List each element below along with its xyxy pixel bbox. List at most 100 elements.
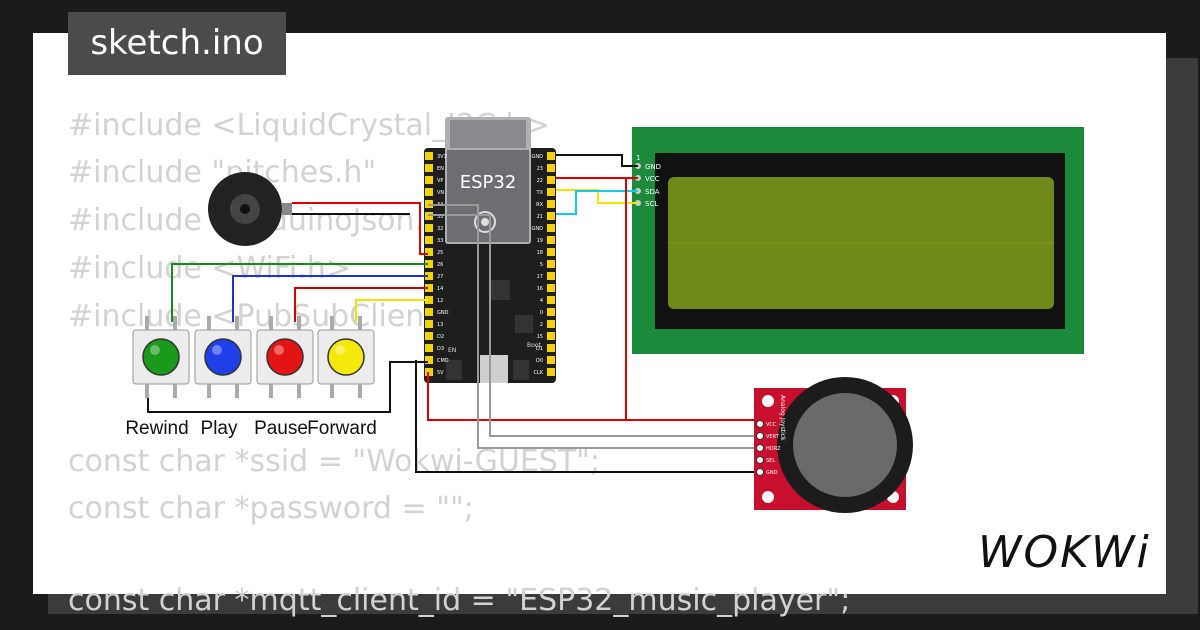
pin [425, 308, 433, 316]
code-line: const char *mqtt_client_id = "ESP32_musi… [68, 583, 851, 618]
joystick-title: Analog Joystick [779, 395, 786, 441]
pin-label: 25 [437, 250, 443, 256]
pin-label: 5V [437, 370, 444, 376]
pin-label: 19 [537, 238, 543, 244]
pin-label: D3 [437, 346, 444, 352]
pin [425, 284, 433, 292]
pin-label: 26 [437, 262, 443, 268]
pin [425, 272, 433, 280]
pin [425, 260, 433, 268]
pin-label: TX [536, 190, 544, 196]
pin [547, 260, 555, 268]
wifi-logo-icon [474, 211, 496, 233]
pin-label: GND [532, 226, 544, 232]
button-play[interactable]: Play [194, 316, 252, 439]
pin [547, 284, 555, 292]
pin [547, 152, 555, 160]
pin-label: CMD [437, 358, 449, 364]
pin [547, 212, 555, 220]
lcd-pin-one: 1 [636, 154, 640, 162]
button-rewind[interactable]: Rewind [125, 316, 190, 439]
pin [547, 368, 555, 376]
joystick-pin-label: HORZ [766, 446, 781, 452]
pin-label: 16 [537, 286, 543, 292]
pin [425, 164, 433, 172]
pin-label: 14 [437, 286, 443, 292]
pin [547, 176, 555, 184]
lcd-pin-label: SCL [645, 200, 658, 208]
pin [547, 296, 555, 304]
pin-label: 17 [537, 274, 543, 280]
wokwi-logo[interactable]: WOKWi [978, 527, 1151, 578]
pin-label: 13 [437, 322, 443, 328]
pin-label: 22 [537, 178, 543, 184]
pin-label: 21 [537, 214, 543, 220]
pin [425, 332, 433, 340]
pin [547, 356, 555, 364]
pin-label: 32 [437, 226, 443, 232]
pin-label: EN [437, 166, 444, 172]
wires [147, 154, 760, 473]
pin-label: 4 [540, 298, 543, 304]
pin-label: 27 [437, 274, 443, 280]
pin [547, 248, 555, 256]
code-line: const char *password = ""; [68, 491, 474, 526]
pin-label: RX [536, 202, 543, 208]
pin-label: VP [437, 178, 443, 184]
pin [547, 188, 555, 196]
pin [547, 332, 555, 340]
pin [425, 176, 433, 184]
pin-label: 23 [537, 166, 543, 172]
code-line: const char *ssid = "Wokwi-GUEST"; [68, 444, 601, 479]
buzzer-icon[interactable] [208, 172, 292, 246]
pin [425, 236, 433, 244]
pin-label: D2 [437, 334, 444, 340]
pin [425, 152, 433, 160]
en-label: EN [448, 347, 456, 354]
pin [547, 320, 555, 328]
pin-label: 15 [537, 334, 543, 340]
pin-label: VN [437, 190, 444, 196]
pin-label: 5 [540, 262, 543, 268]
joystick-pin-label: GND [766, 470, 778, 476]
pin [425, 296, 433, 304]
pin-label: CLK [533, 370, 543, 376]
pin [425, 320, 433, 328]
pin [547, 224, 555, 232]
joystick-pin-label: VERT [766, 434, 780, 440]
lcd-display[interactable]: GND VCC SDA SCL 1 [632, 127, 1084, 354]
button-forward[interactable]: Forward [307, 316, 377, 439]
pin-label: 35 [437, 214, 443, 220]
pin [547, 272, 555, 280]
button-label: Play [201, 418, 238, 439]
button-pause[interactable]: Pause [254, 316, 314, 439]
button-label: Pause [254, 418, 308, 439]
pin-label: GND [437, 310, 449, 316]
pin [547, 200, 555, 208]
pin [425, 188, 433, 196]
lcd-pin-label: VCC [645, 175, 660, 183]
button-label: Forward [307, 418, 377, 439]
pin [425, 356, 433, 364]
pin [425, 248, 433, 256]
pin-label: 18 [537, 250, 543, 256]
pin-label: D0 [536, 358, 543, 364]
pin [547, 308, 555, 316]
boot-label: Boot [527, 342, 541, 349]
button-label: Rewind [125, 418, 188, 439]
esp32-label: ESP32 [460, 172, 517, 193]
lcd-pin-label: SDA [645, 188, 660, 196]
pin [547, 236, 555, 244]
pin-label: 12 [437, 298, 443, 304]
pin [547, 164, 555, 172]
pin [425, 344, 433, 352]
pin [547, 344, 555, 352]
file-title-tab[interactable]: sketch.ino [68, 12, 286, 75]
pin-label: 33 [437, 238, 443, 244]
code-line: #include "pitches.h" [68, 155, 377, 190]
